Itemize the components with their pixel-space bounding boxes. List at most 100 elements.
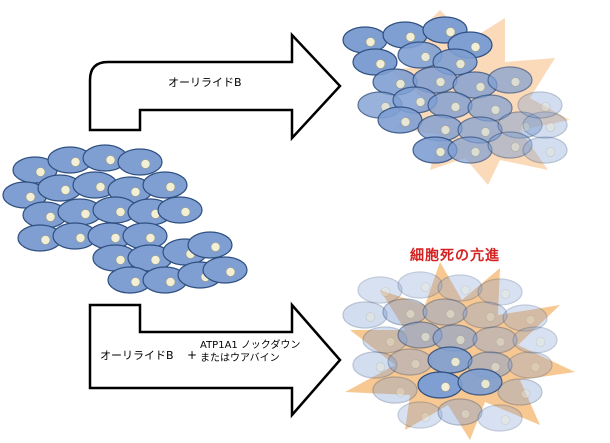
cell (437, 274, 483, 302)
cell-death-enhanced-label: 細胞死の亢進 (410, 248, 500, 264)
cell-nucleus (375, 59, 386, 69)
cell (382, 298, 428, 326)
top-arrow (88, 31, 342, 142)
cell (352, 48, 398, 76)
cell-nucleus (490, 105, 501, 115)
cell-nucleus (455, 335, 466, 345)
cell-nucleus (225, 267, 236, 277)
cell-nucleus (130, 187, 141, 197)
cell (157, 196, 203, 224)
cell (117, 148, 163, 176)
cell-nucleus (470, 147, 481, 157)
cell (387, 348, 433, 376)
cell-nucleus (510, 77, 521, 87)
cell-nucleus (80, 209, 91, 219)
cell (427, 346, 473, 374)
cell-nucleus (495, 337, 506, 347)
cell (522, 111, 568, 139)
cell-nucleus (520, 122, 531, 132)
cell (522, 136, 568, 164)
bottom-right-cell-cluster (342, 271, 558, 432)
cell (372, 376, 418, 404)
cell-nucleus (375, 362, 386, 372)
cell (427, 91, 473, 119)
cell-nucleus (540, 102, 551, 112)
cell-nucleus (130, 277, 141, 287)
extra-label-line1: ATP1A1 ノックダウン (200, 340, 301, 351)
cell-nucleus (385, 337, 396, 347)
cell-nucleus (460, 409, 471, 419)
cell-nucleus (95, 182, 106, 192)
cell-nucleus (520, 389, 531, 399)
cell-nucleus (420, 282, 431, 292)
cell-nucleus (395, 387, 406, 397)
cell-nucleus (105, 155, 116, 165)
cell-nucleus (405, 32, 416, 42)
cell (512, 326, 558, 354)
cell-nucleus (450, 357, 461, 367)
cell-nucleus (535, 337, 546, 347)
cell-nucleus (165, 277, 176, 287)
cell (497, 378, 543, 406)
cell-nucleus (445, 309, 456, 319)
top-right-cell-cluster (342, 16, 568, 164)
cell (477, 404, 523, 432)
cell (487, 66, 533, 94)
cell-nucleus (490, 362, 501, 372)
cell (397, 271, 443, 299)
cell-nucleus (450, 102, 461, 112)
cell-nucleus (440, 125, 451, 135)
cell (477, 278, 523, 306)
cell (417, 371, 463, 399)
cell-nucleus (180, 207, 191, 217)
cell-nucleus (420, 412, 431, 422)
cell-nucleus (470, 42, 481, 52)
cell-nucleus (480, 379, 491, 389)
cell-nucleus (525, 315, 536, 325)
cell-nucleus (210, 242, 221, 252)
cell (502, 304, 548, 332)
cell (422, 298, 468, 326)
plus-sign: + (187, 348, 198, 362)
bottom-arrow-extra-label: ATP1A1 ノックダウン またはウアバイン (200, 339, 300, 365)
cell-nucleus (435, 147, 446, 157)
cell-nucleus (455, 59, 466, 69)
cell-nucleus (545, 147, 556, 157)
cell (357, 276, 403, 304)
cell-nucleus (420, 332, 431, 342)
cell-nucleus (440, 382, 451, 392)
top-arrow-label: オーリライドB (168, 76, 242, 89)
cell (187, 231, 233, 259)
cell-nucleus (405, 309, 416, 319)
cell (377, 106, 423, 134)
cell-nucleus (400, 117, 411, 127)
cell-nucleus (395, 79, 406, 89)
cell (462, 301, 508, 329)
cell (517, 91, 563, 119)
cell-nucleus (485, 312, 496, 322)
cell-nucleus (110, 233, 121, 243)
cell-nucleus (410, 359, 421, 369)
cell-nucleus (70, 157, 81, 167)
cell-nucleus (365, 312, 376, 322)
cell (142, 171, 188, 199)
cell-nucleus (115, 207, 126, 217)
cell-nucleus (500, 415, 511, 425)
cell (447, 136, 493, 164)
cell (457, 368, 503, 396)
cell-nucleus (480, 127, 491, 137)
cell-nucleus (530, 362, 541, 372)
cell-nucleus (445, 27, 456, 37)
cell-nucleus (115, 255, 126, 265)
cell-nucleus (140, 159, 151, 169)
extra-label-line2: またはウアバイン (200, 353, 280, 364)
bottom-arrow (88, 301, 342, 419)
cell-nucleus (165, 182, 176, 192)
cell (352, 351, 398, 379)
cell-nucleus (75, 233, 86, 243)
cell (342, 301, 388, 329)
cell-nucleus (500, 289, 511, 299)
cell-nucleus (150, 255, 161, 265)
cell (507, 351, 553, 379)
